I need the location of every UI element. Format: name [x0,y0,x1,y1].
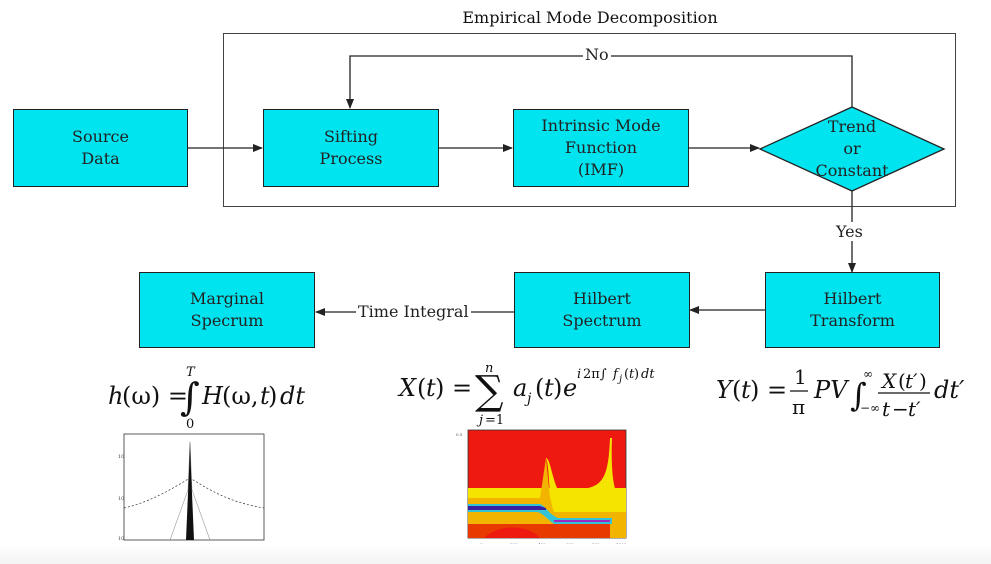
svg-text:j: j [524,391,532,407]
hilbert-spectrum-thumbnail: 0.5 0 200 400 600 800 1000 [456,429,627,547]
svg-text:dt: dt [641,367,655,382]
node-hs-line-1: Hilbert [573,289,631,308]
node-source-line-1: Source [72,127,129,146]
node-source-line-2: Data [81,149,120,168]
svg-text:i: i [577,367,581,382]
svg-text:−∞: −∞ [860,401,880,415]
svg-text:t: t [741,376,751,404]
svg-text:h: h [108,382,123,410]
svg-text:(: ( [732,376,741,404]
edge-label-yes: Yes [834,222,865,241]
svg-text:π: π [792,395,805,419]
svg-text:−: − [892,397,909,421]
svg-text:10: 10 [118,454,124,460]
svg-text:10: 10 [118,496,124,502]
svg-text:Y: Y [716,376,734,404]
svg-text:dt: dt [280,382,305,410]
svg-text:=1: =1 [485,413,504,428]
svg-text:) =: ) = [435,374,472,402]
node-imf-line-3: (IMF) [577,160,625,179]
formula-hilbert-transform: Y ( t ) = 1 π PV ∫ ∞ −∞ X ( t′ ) t − t′ … [716,365,965,421]
node-ht-line-1: Hilbert [823,289,882,308]
node-ht-line-2: Transform [810,311,895,330]
edge-label-no: No [583,45,611,64]
svg-text:X: X [880,369,897,393]
svg-text:t: t [882,397,891,421]
svg-text:(: ( [535,374,544,402]
node-sifting-line-2: Process [319,149,383,168]
emd-frame [223,33,956,207]
svg-text:PV: PV [813,376,850,404]
marginal-spectrum-thumbnail: 10 10 10 [118,433,265,542]
svg-text:): ) [268,382,277,410]
svg-text:dt′: dt′ [934,376,965,404]
bottom-fade [0,544,991,564]
svg-text:H: H [201,382,224,410]
svg-text:(: ( [417,374,426,402]
svg-text:t′: t′ [908,397,921,421]
svg-text:): ) [553,374,562,402]
svg-text:t: t [544,374,554,402]
svg-text:(ω,: (ω, [222,382,259,410]
svg-text:t: t [426,374,436,402]
svg-text:T: T [186,365,196,380]
svg-text:e: e [563,374,577,402]
node-imf-line-2: Function [564,138,638,157]
node-decision-line-3: Constant [815,161,889,180]
svg-text:∫: ∫ [850,376,867,414]
svg-text:2π∫: 2π∫ [583,367,607,382]
svg-text:10: 10 [118,536,124,542]
diagram-title: Empirical Mode Decomposition [462,8,718,27]
node-source-data: Source Data [13,109,188,187]
svg-text:j: j [476,413,483,428]
node-imf-line-1: Intrinsic Mode [541,116,661,135]
node-decision-line-1: Trend [827,117,877,136]
svg-text:) =: ) = [750,376,787,404]
node-imf: Intrinsic Mode Function (IMF) [513,109,689,187]
node-hs-line-2: Spectrum [562,311,642,330]
svg-text:): ) [919,369,927,393]
svg-text:∑: ∑ [475,368,504,414]
node-decision-label: Trend or Constant [790,116,914,182]
svg-text:t: t [260,382,270,410]
svg-text:∫: ∫ [180,375,200,419]
node-decision-line-2: or [843,139,861,158]
edge-label-time-integral: Time Integral [356,302,471,321]
formula-hilbert-spectrum: X ( t ) = n ∑ j =1 a j ( t ) e i 2π∫ f j… [397,361,655,428]
node-marginal-spectrum: Marginal Specrum [139,272,315,348]
formula-marginal: h (ω) = T ∫ 0 H (ω, t ) dt [108,365,305,430]
node-hilbert-spectrum: Hilbert Spectrum [514,272,690,348]
decision-diamond [758,106,946,192]
node-ms-line-1: Marginal [190,289,264,308]
svg-text:a: a [513,374,527,402]
svg-text:(ω) =: (ω) = [122,382,188,410]
node-sifting-line-1: Sifting [323,127,379,146]
svg-text:n: n [485,361,493,376]
node-hilbert-transform: Hilbert Transform [765,272,940,348]
svg-text:X: X [397,374,417,402]
svg-text:t: t [629,367,635,382]
svg-text:(: ( [624,367,629,382]
svg-text:1: 1 [794,365,807,389]
svg-text:∞: ∞ [863,367,873,381]
svg-text:0: 0 [186,417,194,430]
svg-text:(: ( [898,369,906,393]
svg-text:0.5: 0.5 [456,432,463,437]
svg-text:f: f [612,367,620,382]
node-sifting-process: Sifting Process [263,109,439,187]
node-ms-line-2: Specrum [190,311,264,330]
svg-text:): ) [634,367,639,382]
svg-text:j: j [617,374,622,385]
svg-text:t′: t′ [905,369,918,393]
